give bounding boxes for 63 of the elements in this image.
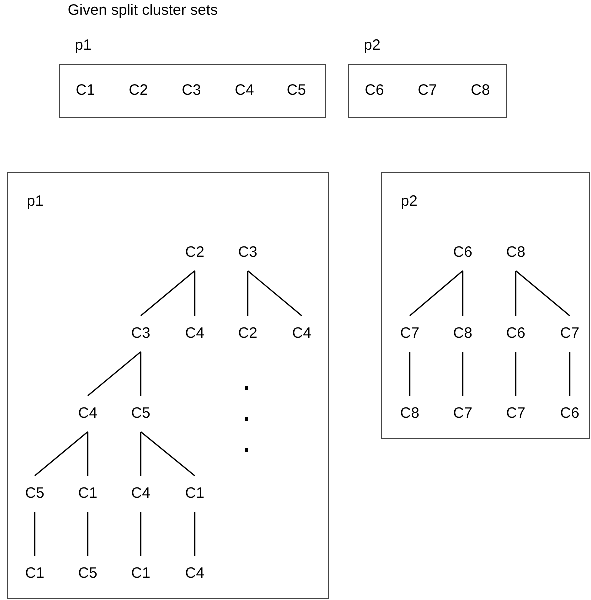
cluster-label: C2 (238, 325, 258, 342)
cluster-label: C1 (25, 565, 45, 582)
cluster-label: C5 (25, 485, 45, 502)
cluster-label: C4 (78, 405, 98, 422)
cluster-label: C1 (76, 82, 96, 99)
connector-line (88, 352, 142, 396)
connector-line (409, 352, 411, 396)
cluster-label: C4 (185, 325, 205, 342)
set-heading: p2 (364, 37, 381, 54)
cluster-label: C8 (400, 405, 420, 422)
cluster-label: C4 (131, 485, 151, 502)
cluster-label: C1 (131, 565, 151, 582)
connector-line (515, 352, 517, 396)
panel-heading: p1 (27, 193, 44, 210)
cluster-label: C6 (560, 405, 580, 422)
cluster-label: C8 (471, 82, 490, 99)
cluster-label: C5 (287, 82, 306, 99)
cluster-label: C5 (78, 565, 98, 582)
connector-line (194, 512, 196, 556)
cluster-label: C5 (131, 405, 151, 422)
connector-line (462, 271, 464, 316)
cluster-label: C4 (235, 82, 254, 99)
connector-line (34, 512, 36, 556)
connector-line (87, 512, 89, 556)
cluster-label: C2 (129, 82, 148, 99)
cluster-label: C7 (506, 405, 526, 422)
cluster-label: C7 (400, 325, 420, 342)
connector-line (34, 432, 88, 476)
cluster-label: C3 (238, 244, 258, 261)
connector-line (140, 432, 196, 476)
panel-heading: p2 (401, 193, 418, 210)
connector-line (410, 270, 464, 316)
connector-line (140, 352, 142, 396)
connector-line (515, 271, 517, 316)
cluster-label: C4 (185, 565, 205, 582)
cluster-label: C8 (506, 244, 526, 261)
cluster-label: C7 (560, 325, 580, 342)
connector-line (140, 512, 142, 556)
cluster-label: C3 (182, 82, 202, 99)
connector-line (194, 271, 196, 316)
connector-line (516, 270, 570, 316)
connector-line (248, 270, 302, 316)
cluster-label: C1 (185, 485, 205, 502)
diagram-title: Given split cluster sets (68, 2, 218, 19)
cluster-label: C7 (418, 82, 438, 99)
cluster-label: C4 (292, 325, 312, 342)
partition-panel (7, 172, 329, 599)
connector-line (569, 352, 571, 396)
partition-panel (381, 172, 590, 439)
connector-line (140, 432, 142, 476)
cluster-label: C2 (185, 244, 205, 261)
cluster-label: C1 (78, 485, 98, 502)
cluster-label: C6 (365, 82, 384, 99)
cluster-label: C7 (453, 405, 473, 422)
cluster-label: C3 (131, 325, 151, 342)
connector-line (247, 271, 249, 316)
cluster-label: C8 (453, 325, 473, 342)
connector-line (140, 270, 196, 316)
cluster-label: C6 (453, 244, 473, 261)
set-heading: p1 (75, 37, 92, 54)
connector-line (462, 352, 464, 396)
connector-line (87, 432, 89, 476)
cluster-label: C6 (506, 325, 526, 342)
